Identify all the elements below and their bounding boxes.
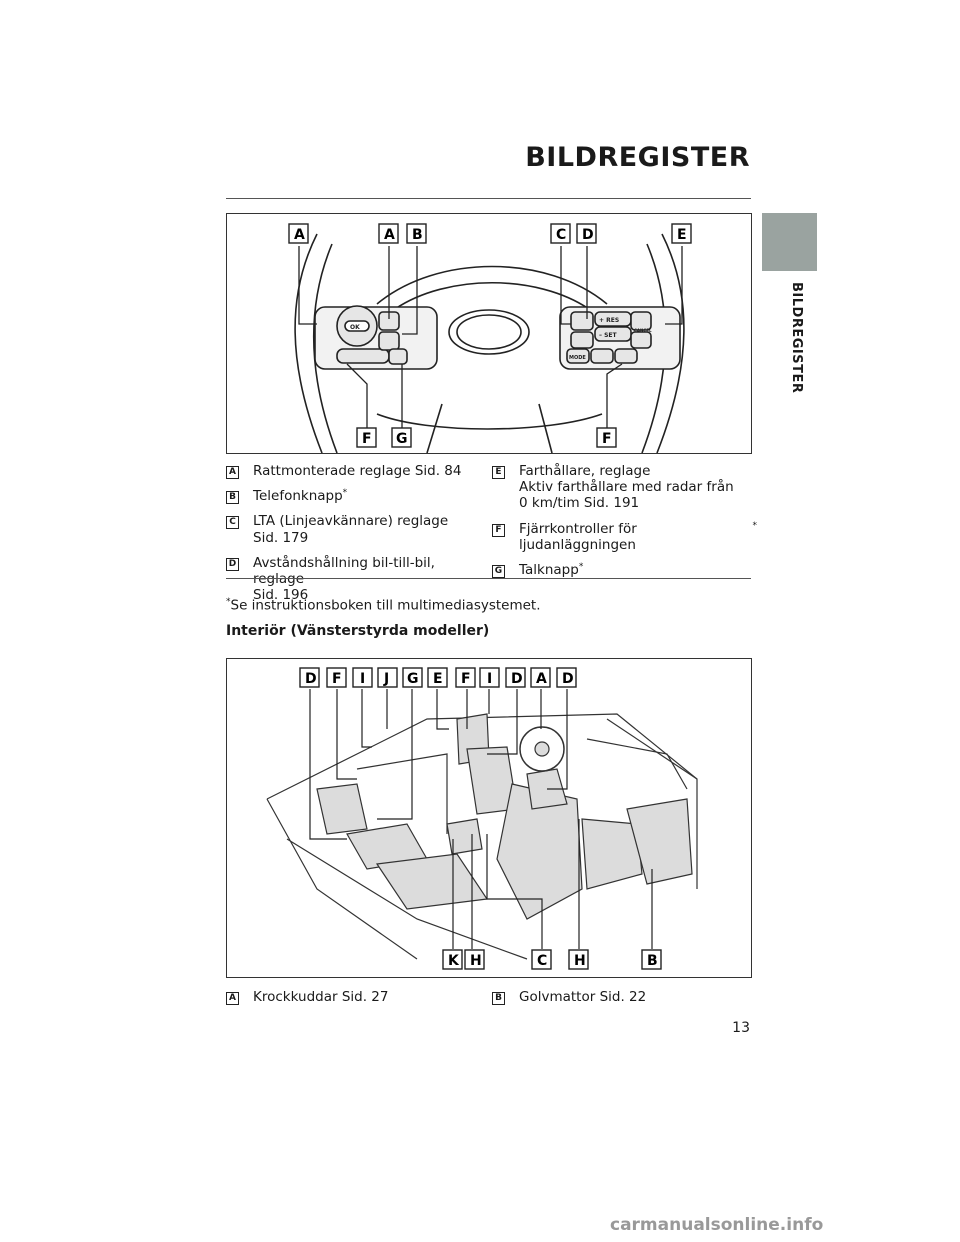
footnote: *Se instruktionsboken till multimediasys… <box>226 597 541 614</box>
legend1-left: A Rattmonterade reglage Sid. 84 B Telefonk… <box>226 463 486 612</box>
legend-item: E Farthållare, reglage Aktiv farthållare … <box>492 463 757 512</box>
legend1-right: E Farthållare, reglage Aktiv farthållare … <box>492 463 757 587</box>
legend-item: F Fjärrkontroller för ljudanläggningen * <box>492 521 757 553</box>
figure2-label-d2: D <box>511 671 523 687</box>
set-button-text: – SET <box>599 332 618 339</box>
legend-key: F <box>492 523 505 537</box>
legend-text: Farthållare, reglage Aktiv farthållare m… <box>519 463 734 512</box>
figure2-label-d1: D <box>305 671 317 687</box>
figure2-label-h1: H <box>470 953 482 969</box>
figure2-label-j: J <box>383 671 389 687</box>
legend-key: C <box>226 516 239 530</box>
figure1-label-d: D <box>582 227 594 243</box>
legend-item: G Talknapp* <box>492 562 757 578</box>
steering-wheel-illustration: OK + RES – SET CANCEL MODE A A B C <box>288 223 692 453</box>
figure1-label-c: C <box>556 227 566 243</box>
legend2-left: A Krockkuddar Sid. 27 <box>226 989 486 1014</box>
legend-text: Rattmonterade reglage Sid. 84 <box>253 463 462 479</box>
footnote-marker: * <box>342 488 348 499</box>
legend-key: D <box>226 557 239 571</box>
chapter-tab[interactable] <box>762 213 817 271</box>
legend-text: Talknapp <box>519 561 579 578</box>
figure1-label-f2: F <box>602 431 612 447</box>
legend-text: Telefonknapp <box>253 488 343 505</box>
legend-text: LTA (Linjeavkännare) reglage Sid. 179 <box>253 513 449 546</box>
figure2-label-k: K <box>448 953 460 969</box>
legend-item: B Golvmattor Sid. 22 <box>492 989 752 1005</box>
legend-item: A Rattmonterade reglage Sid. 84 <box>226 463 486 479</box>
legend-item: C LTA (Linjeavkännare) reglage Sid. 179 <box>226 513 486 546</box>
figure1-label-a2: A <box>384 227 395 243</box>
footnote-marker: * <box>226 597 231 607</box>
figure1-label-g: G <box>396 431 408 447</box>
legend-text: Avståndshållning bil-till-bil, reglage S… <box>253 554 435 604</box>
figure2-label-h2: H <box>574 953 586 969</box>
figure2-label-b: B <box>647 953 658 969</box>
legend-key: A <box>226 466 239 479</box>
legend-text: Golvmattor Sid. 22 <box>519 989 647 1005</box>
legend-item: D Avståndshållning bil-till-bil, reglage … <box>226 555 486 604</box>
legend-key: B <box>492 992 505 1005</box>
footnote-marker: * <box>578 561 584 572</box>
figure1-label-f1: F <box>362 431 372 447</box>
legend-key: B <box>226 491 239 505</box>
section-heading: Interiör (Vänsterstyrda modeller) <box>226 623 490 639</box>
legend-item: A Krockkuddar Sid. 27 <box>226 989 486 1005</box>
figure2-label-i1: I <box>360 671 365 687</box>
chapter-tab-label: BILDREGISTER <box>789 282 804 394</box>
figure2-label-i2: I <box>487 671 492 687</box>
figure2-label-f1: F <box>332 671 342 687</box>
legend2-right: B Golvmattor Sid. 22 <box>492 989 752 1014</box>
page-number: 13 <box>732 1020 750 1036</box>
cancel-button-text: CANCEL <box>634 328 652 333</box>
figure2-label-a: A <box>536 671 547 687</box>
legend-text: Fjärrkontroller för ljudanläggningen <box>519 520 637 553</box>
figure2-label-c: C <box>537 953 547 969</box>
title-divider <box>226 198 751 199</box>
page-title: BILDREGISTER <box>525 142 750 173</box>
footnote-text: Se instruktionsboken till multimediasyst… <box>230 597 541 614</box>
interior-illustration: D F I J G E F I D A D K H C <box>266 667 698 970</box>
legend-divider <box>226 578 751 579</box>
figure1-label-a1: A <box>294 227 305 243</box>
steering-wheel-figure: OK + RES – SET CANCEL MODE A A B C <box>226 213 752 454</box>
legend-item: B Telefonknapp* <box>226 488 486 505</box>
res-button-text: + RES <box>599 317 619 324</box>
watermark: carmanualsonline.info <box>610 1215 824 1235</box>
figure2-label-g: G <box>407 671 419 687</box>
figure2-label-d3: D <box>562 671 574 687</box>
legend-text: Krockkuddar Sid. 27 <box>253 989 389 1005</box>
figure2-label-f2: F <box>461 671 471 687</box>
mode-button-text: MODE <box>569 355 586 361</box>
footnote-marker: * <box>752 520 758 531</box>
legend-key: E <box>492 466 505 479</box>
figure1-label-e: E <box>677 227 687 243</box>
interior-figure: D F I J G E F I D A D K H C <box>226 658 752 978</box>
legend-key: G <box>492 564 505 578</box>
ok-button-text: OK <box>350 324 360 331</box>
figure2-label-e: E <box>433 671 443 687</box>
figure1-label-b: B <box>412 227 423 243</box>
legend-key: A <box>226 992 239 1005</box>
